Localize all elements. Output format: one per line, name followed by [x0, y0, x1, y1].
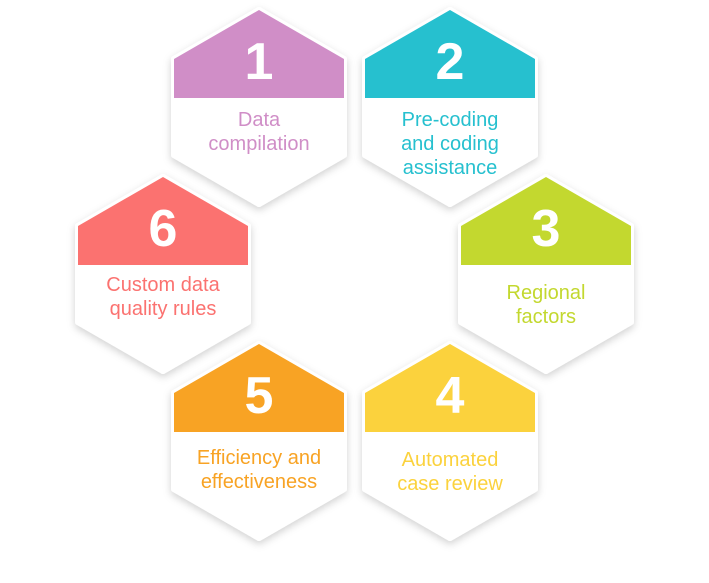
step-3-number: 3	[531, 200, 561, 258]
step-5-label-line: effectiveness	[200, 471, 318, 493]
step-4-label-line: Automated	[401, 449, 499, 471]
step-6-label-line: quality rules	[109, 298, 217, 320]
step-1-hexagon: 1 Data compilation	[170, 6, 348, 208]
step-3-label: Regional factors	[465, 281, 627, 329]
step-6-number: 6	[148, 200, 178, 258]
step-6-label: Custom data quality rules	[82, 273, 244, 321]
step-2-label: Pre-coding and coding assistance	[369, 108, 531, 180]
step-2-number: 2	[435, 33, 465, 91]
step-1-number: 1	[244, 33, 274, 91]
step-6-hexagon: 6 Custom data quality rules	[74, 173, 252, 375]
step-2-label-line: assistance	[402, 157, 498, 179]
step-4-label: Automated case review	[369, 448, 531, 496]
step-2-label-line: and coding	[401, 133, 499, 155]
step-3-label-line: Regional	[506, 282, 586, 304]
step-5-label-line: Efficiency and	[196, 447, 322, 469]
step-1-label-line: compilation	[208, 133, 310, 155]
step-1-label-line: Data	[237, 109, 281, 131]
step-3-label-line: factors	[515, 306, 577, 328]
step-3-hexagon: 3 Regional factors	[457, 173, 635, 375]
step-4-number: 4	[435, 367, 465, 425]
step-5-hexagon: 5 Efficiency and effectiveness	[170, 340, 348, 542]
step-5-number: 5	[244, 367, 274, 425]
step-4-label-line: case review	[397, 473, 503, 495]
step-5-label: Efficiency and effectiveness	[178, 446, 340, 494]
step-2-label-line: Pre-coding	[401, 109, 499, 131]
step-6-label-line: Custom data	[106, 274, 220, 296]
step-2-hexagon: 2 Pre-coding and coding assistance	[361, 6, 539, 208]
step-4-hexagon: 4 Automated case review	[361, 340, 539, 542]
step-1-label: Data compilation	[178, 108, 340, 156]
